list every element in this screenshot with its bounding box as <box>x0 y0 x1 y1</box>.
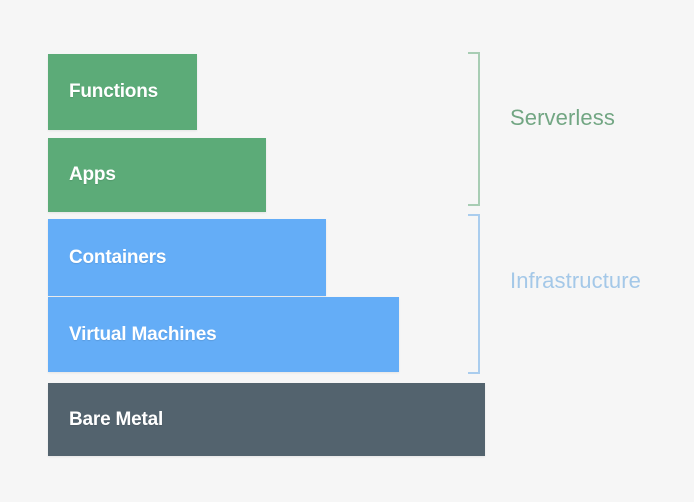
bar-label-apps: Apps <box>69 164 116 185</box>
bar-bare-metal[interactable]: Bare Metal <box>48 383 485 456</box>
bar-apps[interactable]: Apps <box>48 138 266 212</box>
bar-label-functions: Functions <box>69 81 158 102</box>
group-label-infrastructure: Infrastructure <box>510 268 642 293</box>
bracket-serverless <box>468 52 480 206</box>
bar-virtual-machines[interactable]: Virtual Machines <box>48 297 399 372</box>
bracket-infrastructure <box>468 214 480 374</box>
bar-label-virtual-machines: Virtual Machines <box>69 323 217 345</box>
bar-functions[interactable]: Functions <box>48 54 197 130</box>
bar-label-bare-metal: Bare Metal <box>69 408 164 430</box>
group-label-serverless: Serverless <box>510 105 615 130</box>
bar-containers[interactable]: Containers <box>48 219 326 296</box>
bar-label-containers: Containers <box>69 246 167 268</box>
